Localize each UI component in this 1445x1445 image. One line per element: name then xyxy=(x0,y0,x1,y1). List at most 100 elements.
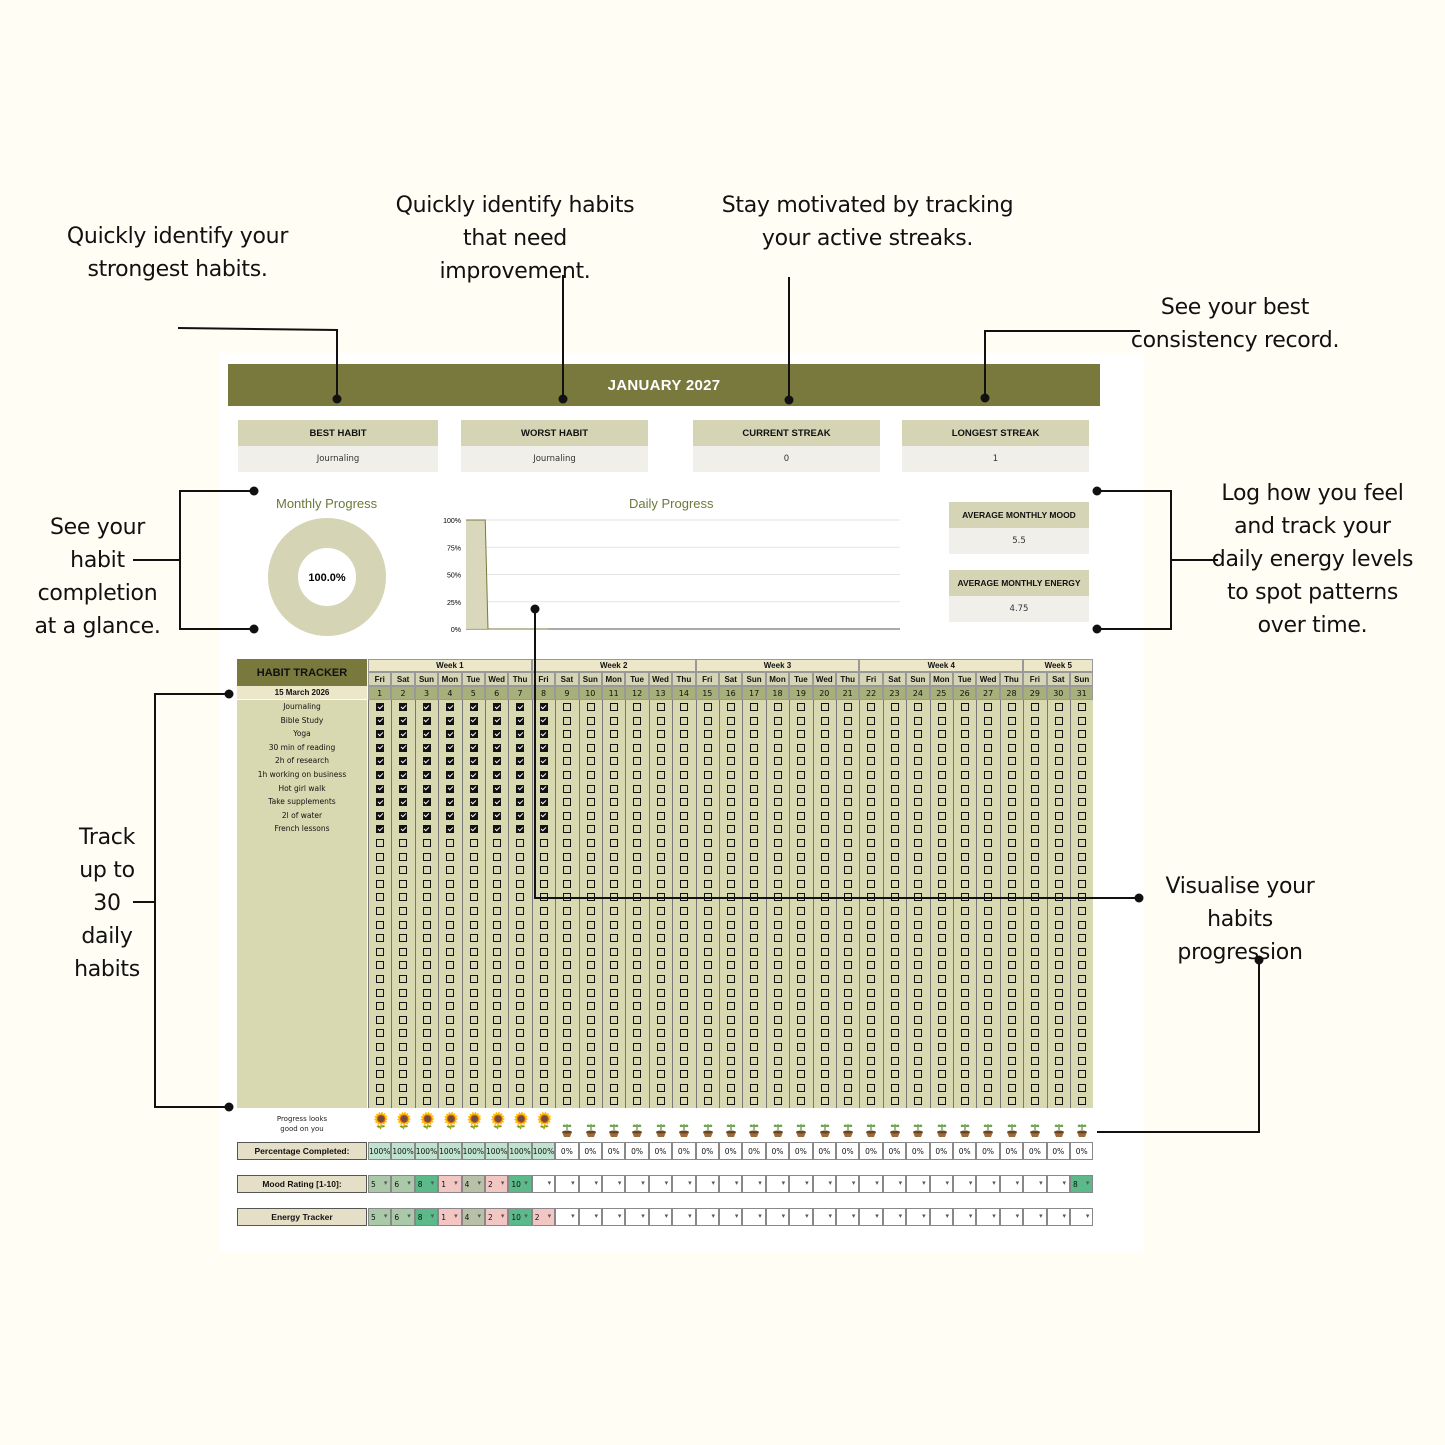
habit-checkbox[interactable] xyxy=(563,988,572,997)
habit-checkbox[interactable] xyxy=(493,947,501,956)
habit-checkbox[interactable] xyxy=(516,988,525,997)
habit-checkbox[interactable] xyxy=(586,825,595,834)
habit-checkbox[interactable] xyxy=(633,798,642,807)
habit-checkbox[interactable] xyxy=(610,866,618,875)
habit-checkbox[interactable] xyxy=(727,988,735,997)
habit-checkbox[interactable] xyxy=(516,839,525,847)
habit-checkbox[interactable] xyxy=(493,798,501,807)
mood-dropdown[interactable] xyxy=(602,1175,626,1193)
habit-checkbox[interactable] xyxy=(633,1083,642,1092)
habit-checkbox[interactable] xyxy=(446,1097,455,1106)
habit-checkbox[interactable] xyxy=(844,1070,852,1079)
habit-checkbox[interactable] xyxy=(516,920,525,929)
habit-checkbox[interactable] xyxy=(376,893,384,902)
habit-checkbox[interactable] xyxy=(1054,1015,1063,1024)
habit-checkbox[interactable] xyxy=(680,1070,689,1079)
habit-checkbox[interactable] xyxy=(703,866,712,875)
habit-checkbox[interactable] xyxy=(797,1015,806,1024)
habit-checkbox[interactable] xyxy=(1054,784,1063,793)
habit-checkbox[interactable] xyxy=(750,1002,759,1011)
habit-checkbox[interactable] xyxy=(773,825,782,834)
habit-checkbox[interactable] xyxy=(446,920,455,929)
habit-checkbox[interactable] xyxy=(890,784,899,793)
energy-dropdown[interactable] xyxy=(648,1208,673,1226)
habit-checkbox[interactable] xyxy=(890,839,899,847)
habit-checkbox[interactable] xyxy=(469,757,478,766)
mood-dropdown[interactable]: 6 xyxy=(391,1175,415,1193)
habit-checkbox[interactable] xyxy=(820,716,829,725)
habit-checkbox[interactable] xyxy=(844,934,852,943)
energy-dropdown[interactable] xyxy=(906,1208,930,1226)
habit-checkbox[interactable] xyxy=(1078,893,1086,902)
habit-checkbox[interactable] xyxy=(937,1002,946,1011)
habit-checkbox[interactable] xyxy=(469,825,478,834)
habit-checkbox[interactable] xyxy=(750,988,759,997)
habit-checkbox[interactable] xyxy=(516,730,525,739)
habit-checkbox[interactable] xyxy=(539,716,548,725)
habit-checkbox[interactable] xyxy=(750,879,759,888)
habit-checkbox[interactable] xyxy=(914,920,923,929)
habit-checkbox[interactable] xyxy=(961,1043,969,1051)
habit-checkbox[interactable] xyxy=(680,1083,689,1092)
habit-checkbox[interactable] xyxy=(633,1015,642,1024)
habit-checkbox[interactable] xyxy=(867,934,876,943)
energy-dropdown[interactable] xyxy=(836,1208,860,1226)
habit-checkbox[interactable] xyxy=(516,703,525,711)
habit-checkbox[interactable] xyxy=(820,893,829,902)
habit-checkbox[interactable] xyxy=(563,1083,572,1092)
habit-checkbox[interactable] xyxy=(586,852,595,861)
habit-checkbox[interactable] xyxy=(937,975,946,983)
habit-checkbox[interactable] xyxy=(493,961,501,970)
habit-checkbox[interactable] xyxy=(844,1043,852,1051)
habit-checkbox[interactable] xyxy=(890,866,899,875)
habit-checkbox[interactable] xyxy=(773,839,782,847)
habit-checkbox[interactable] xyxy=(446,893,455,902)
habit-checkbox[interactable] xyxy=(376,907,384,915)
habit-checkbox[interactable] xyxy=(937,703,946,711)
habit-checkbox[interactable] xyxy=(961,743,969,752)
habit-checkbox[interactable] xyxy=(1078,947,1086,956)
habit-checkbox[interactable] xyxy=(1007,879,1016,888)
energy-dropdown[interactable] xyxy=(1046,1208,1070,1226)
habit-checkbox[interactable] xyxy=(1078,1015,1086,1024)
habit-checkbox[interactable] xyxy=(1054,852,1063,861)
habit-checkbox[interactable] xyxy=(984,961,993,970)
habit-checkbox[interactable] xyxy=(399,743,408,752)
habit-checkbox[interactable] xyxy=(867,703,876,711)
habit-checkbox[interactable] xyxy=(469,947,478,956)
habit-checkbox[interactable] xyxy=(493,1056,501,1065)
habit-checkbox[interactable] xyxy=(516,934,525,943)
habit-checkbox[interactable] xyxy=(820,988,829,997)
habit-checkbox[interactable] xyxy=(422,934,431,943)
habit-checkbox[interactable] xyxy=(399,893,408,902)
habit-checkbox[interactable] xyxy=(844,1002,852,1011)
habit-checkbox[interactable] xyxy=(1054,839,1063,847)
habit-checkbox[interactable] xyxy=(937,893,946,902)
habit-checkbox[interactable] xyxy=(633,852,642,861)
habit-checkbox[interactable] xyxy=(890,771,899,779)
habit-checkbox[interactable] xyxy=(376,1029,384,1038)
habit-checkbox[interactable] xyxy=(867,1070,876,1079)
habit-checkbox[interactable] xyxy=(563,975,572,983)
habit-checkbox[interactable] xyxy=(773,879,782,888)
habit-checkbox[interactable] xyxy=(516,907,525,915)
habit-checkbox[interactable] xyxy=(773,1056,782,1065)
habit-checkbox[interactable] xyxy=(446,907,455,915)
habit-checkbox[interactable] xyxy=(961,1002,969,1011)
habit-checkbox[interactable] xyxy=(656,893,665,902)
habit-checkbox[interactable] xyxy=(1054,811,1063,820)
habit-checkbox[interactable] xyxy=(493,1097,501,1106)
habit-checkbox[interactable] xyxy=(914,825,923,834)
habit-checkbox[interactable] xyxy=(961,934,969,943)
habit-checkbox[interactable] xyxy=(984,1097,993,1106)
habit-checkbox[interactable] xyxy=(844,1097,852,1106)
habit-checkbox[interactable] xyxy=(422,1029,431,1038)
habit-checkbox[interactable] xyxy=(493,771,501,779)
habit-checkbox[interactable] xyxy=(1007,1056,1016,1065)
habit-checkbox[interactable] xyxy=(703,798,712,807)
habit-checkbox[interactable] xyxy=(797,975,806,983)
habit-checkbox[interactable] xyxy=(516,825,525,834)
habit-checkbox[interactable] xyxy=(844,703,852,711)
habit-checkbox[interactable] xyxy=(610,852,618,861)
habit-checkbox[interactable] xyxy=(516,1056,525,1065)
